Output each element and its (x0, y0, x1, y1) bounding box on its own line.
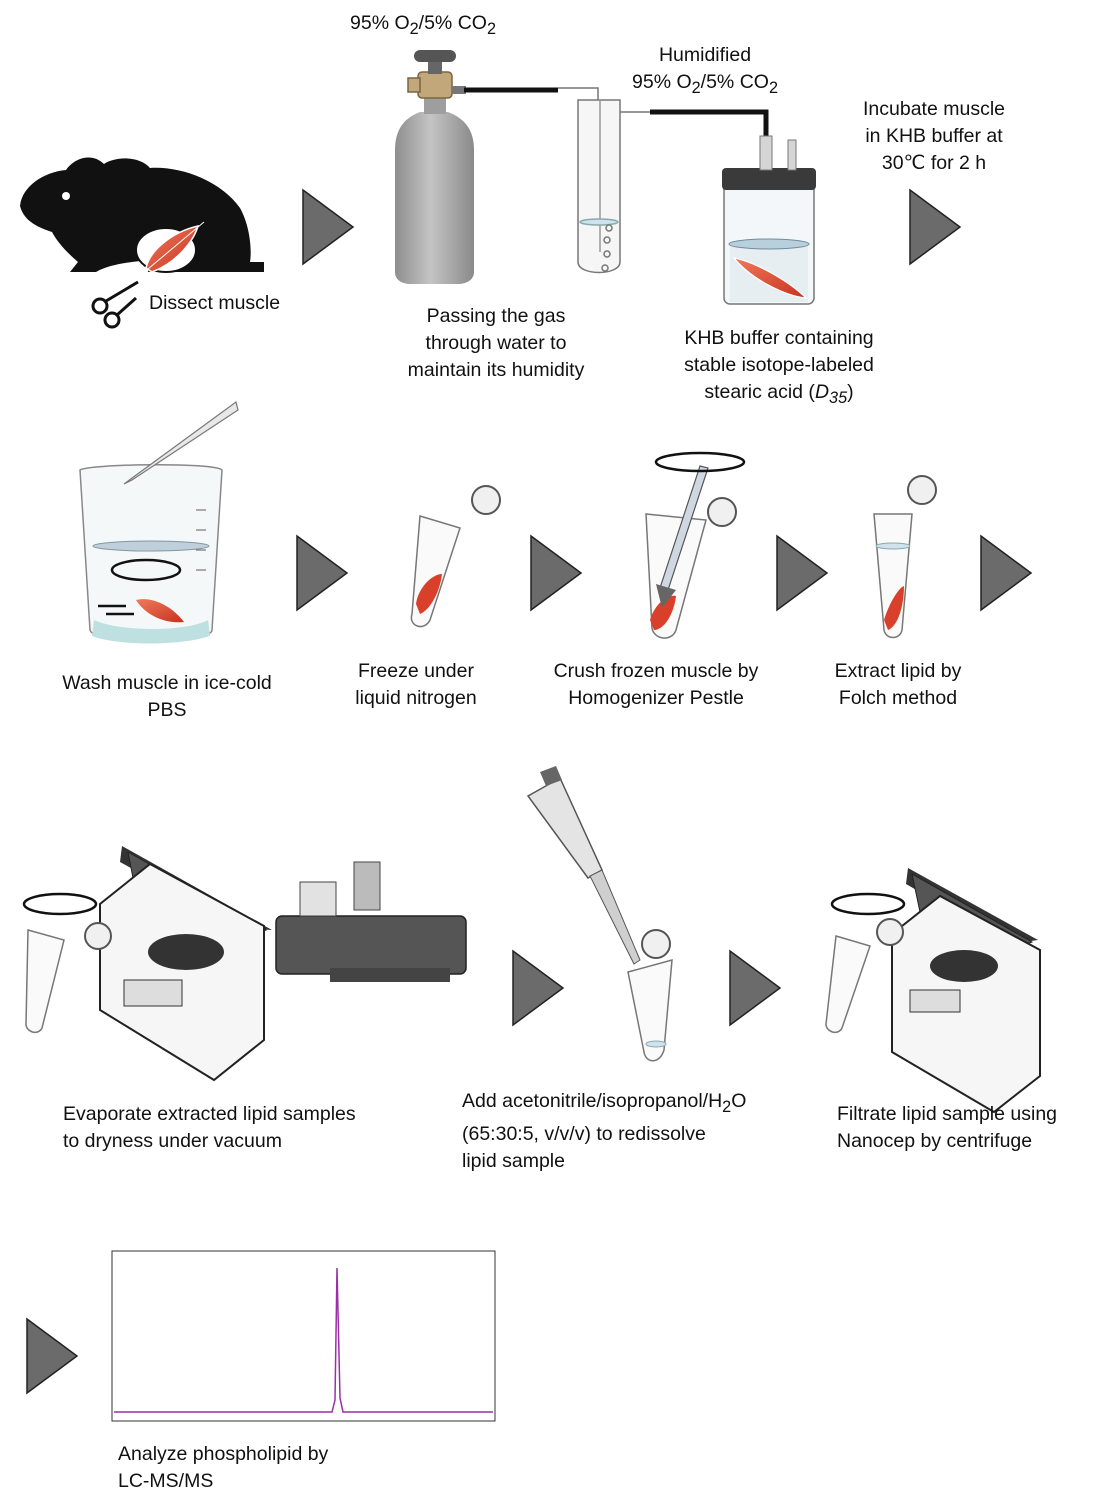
chromatogram-trace (114, 1267, 493, 1413)
scissors-icon (91, 280, 139, 329)
evaporate-label: Evaporate extracted lipid samples to dry… (63, 1103, 356, 1152)
mouse-illustration (20, 157, 264, 275)
extract-label: Extract lipid by Folch method (834, 660, 962, 709)
freeze-tube (410, 485, 501, 628)
step-arrows (26, 188, 1033, 1395)
wash-label: Wash muscle in ice-cold PBS (62, 672, 272, 721)
step-arrow-5 (776, 534, 829, 612)
step-arrow-7 (512, 949, 565, 1027)
extract-tube (873, 475, 937, 639)
step-arrow-6 (980, 534, 1033, 612)
wash-beaker (79, 400, 239, 644)
pipette (526, 766, 673, 1062)
step-arrow-4 (530, 534, 583, 612)
incubation-jar (722, 135, 816, 305)
chromatogram (111, 1250, 496, 1422)
step-arrow-1 (302, 188, 355, 266)
step-arrow-8 (729, 949, 782, 1027)
step-arrow-2 (909, 188, 962, 266)
step-arrow-9 (26, 1317, 79, 1395)
humidify-label: Passing the gas through water to maintai… (407, 305, 585, 381)
redissolve-label: Add acetonitrile/isopropanol/H2O (65:30:… (462, 1090, 747, 1172)
dissect-label: Dissect muscle (149, 292, 281, 314)
humidified-gas-label: Humidified 95% O2/5% CO2 (632, 44, 778, 97)
gas-tubing (464, 87, 769, 142)
crush-tube (645, 451, 746, 639)
gas-mixture-label: 95% O2/5% CO2 (350, 12, 496, 38)
freeze-label: Freeze under liquid nitrogen (355, 660, 477, 709)
centrifuge-filtration (825, 868, 1041, 1114)
crush-label: Crush frozen muscle by Homogenizer Pestl… (553, 660, 759, 709)
humidifier-tube (558, 87, 650, 274)
step-arrow-3 (296, 534, 349, 612)
filtrate-label: Filtrate lipid sample using Nanocep by c… (837, 1103, 1058, 1152)
centrifuge-evaporator (22, 846, 467, 1082)
buffer-label: KHB buffer containing stable isotope-lab… (684, 327, 874, 407)
incubate-label: Incubate muscle in KHB buffer at 30℃ for… (863, 98, 1005, 174)
gas-cylinder (395, 50, 474, 284)
analyze-label: Analyze phospholipid by LC-MS/MS (118, 1443, 329, 1492)
